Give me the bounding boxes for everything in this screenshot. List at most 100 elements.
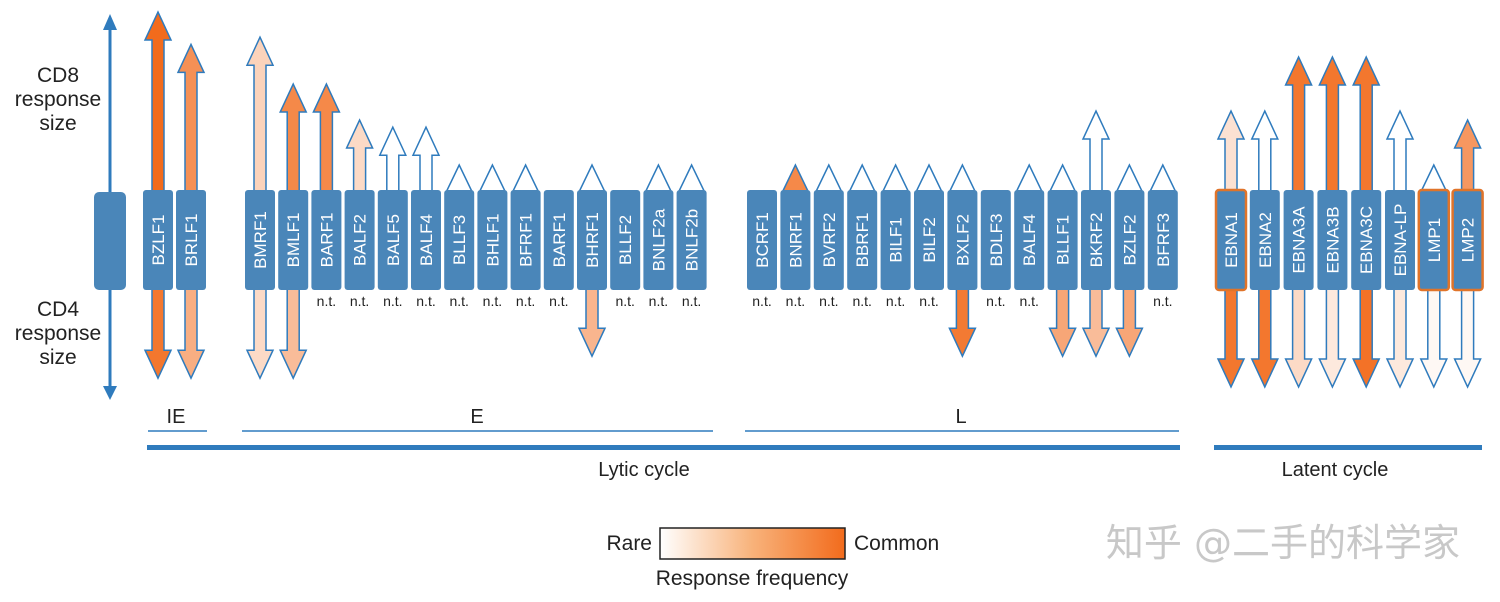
- gene-column-ebna-lp: EBNA-LP: [1385, 109, 1415, 389]
- gene-label: BBRF1: [853, 213, 872, 268]
- gene-box: [444, 190, 475, 290]
- not-tested-label: n.t.: [317, 293, 336, 309]
- not-tested-label: n.t.: [852, 293, 871, 309]
- watermark-text: 知乎 @二手的科学家: [1106, 521, 1460, 565]
- cd4-response-arrow-icon: [1318, 287, 1347, 389]
- gene-label: BRLF1: [182, 214, 201, 267]
- gene-box: [577, 190, 607, 290]
- cd4-response-arrow-icon: [176, 287, 206, 380]
- cd8-response-arrow-icon: [143, 10, 173, 193]
- gene-column-ebna2: EBNA2: [1249, 109, 1280, 389]
- gene-column-bbrf1: BBRF1 n.t.: [847, 163, 878, 309]
- gene-label: BVRF2: [820, 213, 839, 268]
- gene-label: EBNA3C: [1357, 206, 1376, 274]
- gene-label: BFRF3: [1154, 213, 1173, 267]
- cd8-response-arrow-icon: [914, 163, 944, 193]
- cd8-response-arrow-icon: [1115, 163, 1144, 193]
- cd8-response-arrow-icon: [848, 163, 877, 193]
- gene-label: BFRF1: [517, 213, 536, 267]
- gene-column-ebna3b: EBNA3B: [1317, 55, 1348, 389]
- cd4-label-line-1: CD4: [37, 298, 79, 321]
- gene-box: [1417, 188, 1451, 292]
- cd8-response-arrow-icon: [1385, 109, 1415, 193]
- axis-arrow-up-icon: [103, 14, 117, 30]
- gene-label: BMRF1: [251, 211, 270, 269]
- gene-box: [1047, 190, 1078, 290]
- ie-phase-label: IE: [167, 406, 186, 428]
- not-tested-label: n.t.: [1153, 293, 1172, 309]
- not-tested-label: n.t.: [516, 293, 535, 309]
- not-tested-label: n.t.: [752, 293, 771, 309]
- gene-box: [377, 190, 408, 290]
- not-tested-label: n.t.: [615, 293, 634, 309]
- gene-box: [311, 190, 342, 290]
- not-tested-label: n.t.: [819, 293, 838, 309]
- gene-label: BALF4: [417, 214, 436, 266]
- gene-column-bmrf1: BMRF1: [245, 35, 275, 380]
- gene-label: BCRF1: [753, 212, 772, 268]
- gene-box: [980, 190, 1011, 290]
- gene-label: EBNA1: [1222, 212, 1241, 268]
- gene-column-balf2: BALF2 n.t.: [344, 118, 375, 309]
- gene-column-bcrf1: BCRF1 n.t.: [747, 190, 777, 309]
- cd8-response-arrow-icon: [378, 125, 407, 193]
- gene-label: EBNA3A: [1290, 206, 1309, 274]
- cd8-response-arrow-icon: [245, 35, 275, 193]
- legend: Rare Common Response frequency: [606, 527, 939, 590]
- cd8-response-arrow-icon: [577, 163, 607, 193]
- gene-label: BARF1: [550, 213, 569, 268]
- gene-label: BHRF1: [583, 212, 602, 268]
- not-tested-label: n.t.: [1019, 293, 1038, 309]
- cd4-response-arrow-icon: [1419, 287, 1448, 389]
- axis-arrow-down-icon: [103, 386, 117, 400]
- cd4-response-arrow-icon: [1081, 287, 1111, 358]
- cd8-response-arrow-icon: [478, 163, 507, 193]
- not-tested-label: n.t.: [919, 293, 938, 309]
- cd4-response-arrow-icon: [279, 287, 308, 380]
- cd4-response-arrow-icon: [1250, 287, 1279, 389]
- gene-label: BZLF1: [149, 214, 168, 265]
- gene-label: BNLF2a: [649, 208, 668, 271]
- gene-column-bfrf3: BFRF3 n.t.: [1147, 163, 1178, 309]
- gene-box: [747, 190, 777, 290]
- gene-box: [278, 190, 309, 290]
- cd8-response-arrow-icon: [1352, 55, 1381, 193]
- cd8-label-line-1: CD8: [37, 64, 79, 87]
- cd4-response-arrow-icon: [1385, 287, 1415, 389]
- cd4-response-arrow-icon: [1284, 287, 1313, 389]
- response-axis: [94, 14, 126, 400]
- not-tested-label: n.t.: [483, 293, 502, 309]
- gene-label: BLLF1: [1054, 215, 1073, 265]
- gene-column-bzlf1: BZLF1: [143, 10, 173, 380]
- cd8-response-arrow-icon: [881, 163, 910, 193]
- gene-column-bllf1: BLLF1: [1047, 163, 1078, 358]
- cd8-response-arrow-icon: [411, 125, 441, 193]
- not-tested-label: n.t.: [350, 293, 369, 309]
- cd4-response-arrow-icon: [1048, 287, 1077, 358]
- gene-box: [1317, 190, 1348, 290]
- cd4-response-arrow-icon: [577, 287, 607, 358]
- cd4-response-arrow-icon: [1115, 287, 1144, 358]
- legend-rare-label: Rare: [606, 532, 652, 555]
- gene-box: [1249, 190, 1280, 290]
- cd8-response-arrow-icon: [176, 42, 206, 193]
- gene-label: BDLF3: [987, 214, 1006, 267]
- gene-label: BALF2: [351, 214, 370, 266]
- cd8-response-arrow-icon: [1284, 55, 1313, 193]
- gene-label: LMP1: [1425, 218, 1444, 262]
- gene-box: [477, 190, 508, 290]
- gene-column-bkrf2: BKRF2: [1081, 109, 1111, 358]
- cd4-response-arrow-icon: [948, 287, 977, 358]
- cd4-label-line-2: response: [15, 322, 101, 345]
- cd8-label-line-2: response: [15, 88, 101, 111]
- cd8-response-arrow-icon: [312, 82, 341, 193]
- gene-label: EBNA3B: [1323, 206, 1342, 273]
